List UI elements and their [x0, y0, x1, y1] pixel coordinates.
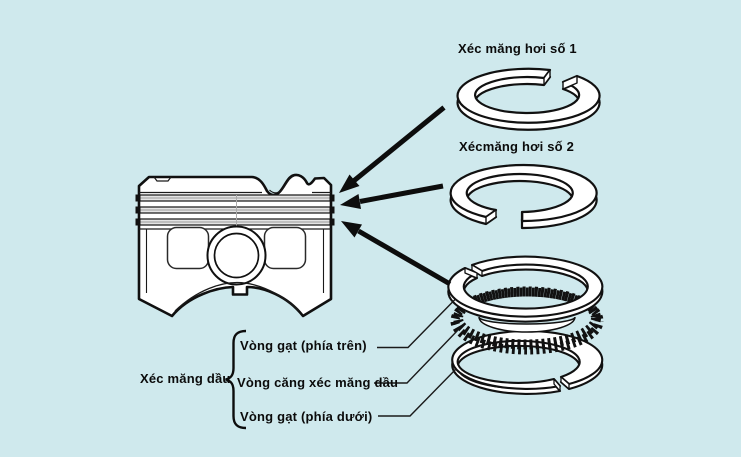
pin-boss-outer: [206, 225, 267, 286]
skirt-pocket-right: [263, 226, 307, 270]
ring2-end-face: [521, 211, 524, 229]
oil-ring-top-rail-label: Vòng gạt (phía trên): [240, 338, 367, 353]
skirt-pocket-left: [166, 226, 210, 270]
oil-ring-bottom-rail-drawing: [451, 329, 604, 395]
connector-expander: [374, 329, 459, 384]
ring1-end-face: [543, 69, 551, 86]
ring2-end-face: [485, 209, 497, 225]
oil-ring-group-label: Xéc măng dầu: [140, 371, 231, 386]
valve-relief-inner-line: [269, 175, 295, 194]
arrow-oilring-to-groove3: [341, 221, 452, 287]
compression-ring-1-drawing: [456, 67, 601, 131]
skirt-hem-inner-line: [174, 281, 300, 312]
piston-drawing: [135, 173, 335, 318]
oil-ring-assembly-drawing: [447, 255, 604, 395]
arrow-ring2-to-groove2: [340, 183, 444, 209]
expander-inner-smooth-band: [478, 316, 576, 333]
oil-ring-expander-label: Vòng căng xéc măng dầu: [237, 375, 399, 390]
compression-ring-1-label: Xéc măng hơi số 1: [458, 41, 577, 56]
oil-ring-bottom-rail-label: Vòng gạt (phía dưới): [240, 409, 373, 424]
compression-ring-2-label: Xécmăng hơi số 2: [459, 139, 575, 154]
piston-skirt-details: [139, 195, 331, 312]
compression-ring-2-drawing: [449, 163, 598, 230]
pin-boss-inner: [213, 232, 260, 279]
ring1-end-face: [562, 75, 578, 90]
arrow-ring1-to-groove1: [339, 105, 446, 193]
connector-bottom-rail: [378, 368, 457, 417]
oil-ring-expander-drawing: [450, 286, 604, 355]
connector-top-rail: [377, 299, 456, 349]
oil-ring-top-rail-drawing: [447, 255, 604, 323]
crown-step-mark: [153, 176, 172, 182]
groove-pointer-arrows: [339, 105, 452, 287]
oil-group-brace: [225, 329, 247, 430]
ring-grooves: [135, 194, 335, 226]
label-connector-lines: [374, 299, 459, 417]
